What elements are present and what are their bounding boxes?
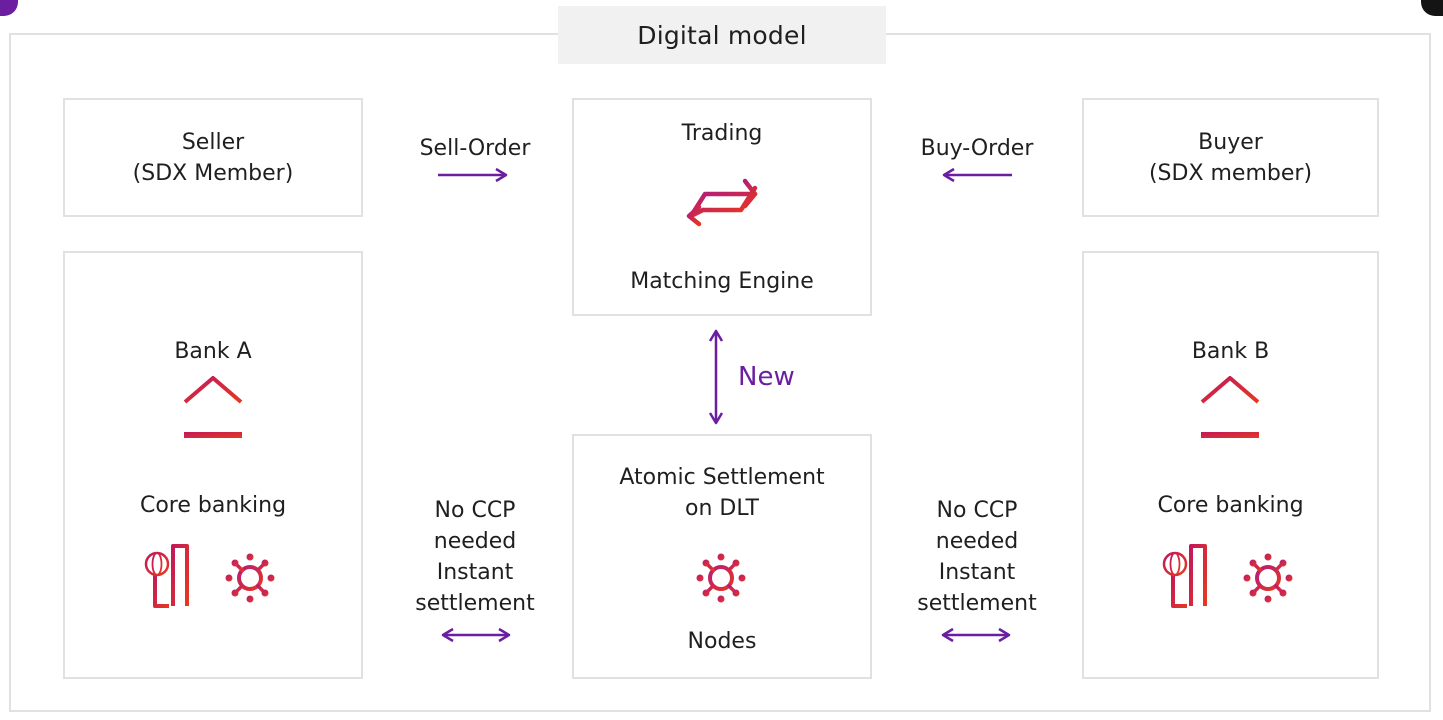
network-nodes-icon bbox=[223, 551, 277, 605]
corner-accent-left bbox=[0, 0, 18, 16]
building-globe-icon bbox=[144, 544, 189, 608]
diagram-title: Digital model bbox=[558, 6, 886, 64]
bank-icon bbox=[1199, 376, 1261, 440]
buy-order-label: Buy-Order bbox=[920, 136, 1034, 161]
bank-a-subtitle: Core banking bbox=[139, 493, 287, 518]
building-globe-icon bbox=[1162, 544, 1207, 608]
trading-box bbox=[572, 98, 872, 316]
bank-b-box bbox=[1082, 251, 1379, 679]
seller-box bbox=[63, 98, 363, 217]
exchange-arrows-icon bbox=[686, 178, 758, 227]
bank-a-title: Bank A bbox=[174, 339, 252, 364]
network-nodes-icon bbox=[1241, 551, 1295, 605]
buyer-box bbox=[1082, 98, 1379, 217]
seller-label: Seller (SDX Member) bbox=[132, 130, 294, 186]
right-link-label: No CCP needed Instant settlement bbox=[917, 498, 1037, 616]
sell-order-label: Sell-Order bbox=[419, 136, 531, 161]
bank-b-subtitle: Core banking bbox=[1157, 493, 1304, 518]
trading-title: Trading bbox=[681, 121, 763, 146]
trading-subtitle: Matching Engine bbox=[630, 269, 814, 294]
bank-b-title: Bank B bbox=[1191, 339, 1270, 364]
trading-settlement-link bbox=[708, 329, 724, 425]
bank-a-box bbox=[63, 251, 363, 679]
network-nodes-icon bbox=[694, 551, 748, 605]
left-link-label: No CCP needed Instant settlement bbox=[415, 498, 535, 616]
settlement-subtitle: Nodes bbox=[687, 629, 757, 654]
buy-order-arrow bbox=[942, 167, 1012, 183]
settlement-title: Atomic Settlement on DLT bbox=[619, 465, 825, 521]
corner-accent-right bbox=[1421, 0, 1443, 16]
right-settlement-arrow bbox=[941, 627, 1011, 643]
new-label: New bbox=[738, 362, 795, 392]
bank-icon bbox=[182, 376, 244, 440]
left-settlement-arrow bbox=[441, 627, 511, 643]
buyer-label: Buyer (SDX member) bbox=[1148, 130, 1313, 186]
sell-order-arrow bbox=[438, 167, 508, 183]
